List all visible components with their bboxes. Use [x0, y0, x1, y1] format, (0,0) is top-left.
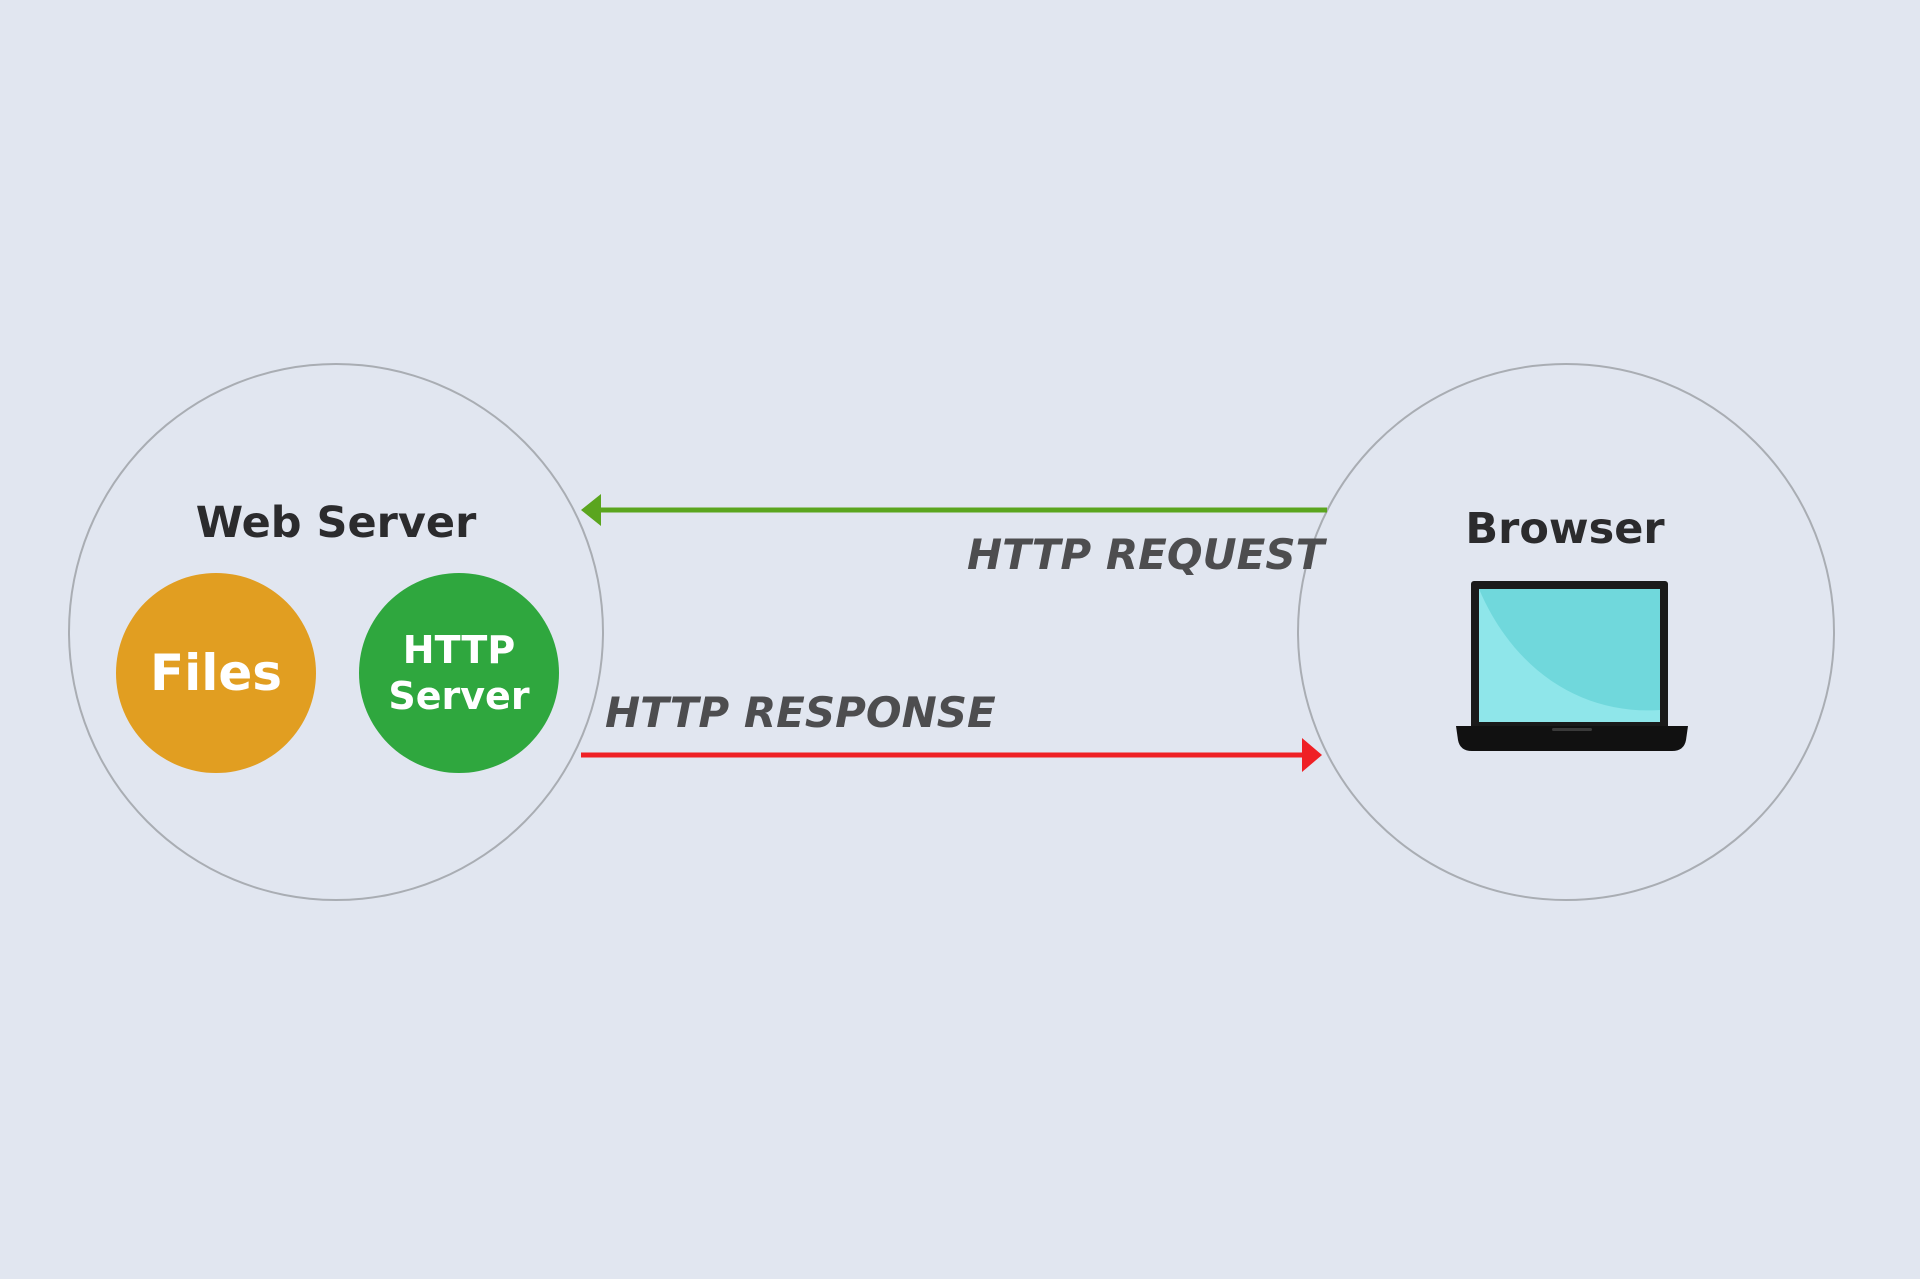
browser-title: Browser: [1465, 504, 1665, 554]
browser-node: [1297, 363, 1835, 901]
http-server-label: HTTP Server: [388, 627, 529, 719]
http-response-label: HTTP RESPONSE: [605, 688, 996, 737]
files-label: Files: [149, 644, 283, 702]
http-server-label-line2: Server: [388, 674, 530, 718]
request-arrowhead: [581, 494, 601, 526]
http-server-label-line1: HTTP: [402, 628, 516, 672]
web-server-node: [68, 363, 604, 901]
http-server-component: HTTP Server: [359, 573, 559, 773]
http-request-label: HTTP REQUEST: [967, 530, 1325, 579]
web-server-title: Web Server: [195, 498, 477, 548]
response-arrowhead: [1302, 738, 1322, 772]
files-component: Files: [116, 573, 316, 773]
laptop-icon: [1456, 581, 1688, 751]
